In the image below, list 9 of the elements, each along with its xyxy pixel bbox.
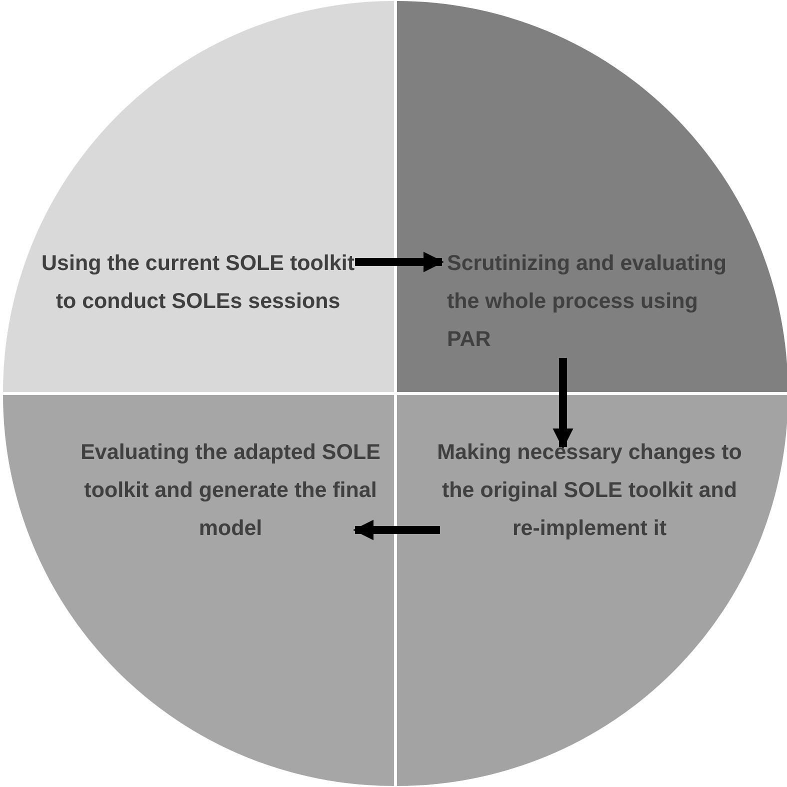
quadrant-segment	[397, 1, 787, 392]
step-text: Evaluating the adapted SOLE toolkit and generate the final model	[80, 439, 382, 542]
step-text: Making necessary changes to the original SOLE toolkit and re-implement it	[436, 439, 743, 542]
quadrant-segment	[397, 395, 787, 786]
arrow	[552, 358, 574, 450]
step-text: Using the current SOLE toolkit to conduct SOLEs sessions	[40, 250, 356, 315]
step-text: Scrutinizing and evaluating the whole process using PAR	[447, 250, 727, 353]
arrow	[352, 520, 440, 540]
arrow	[355, 252, 444, 272]
